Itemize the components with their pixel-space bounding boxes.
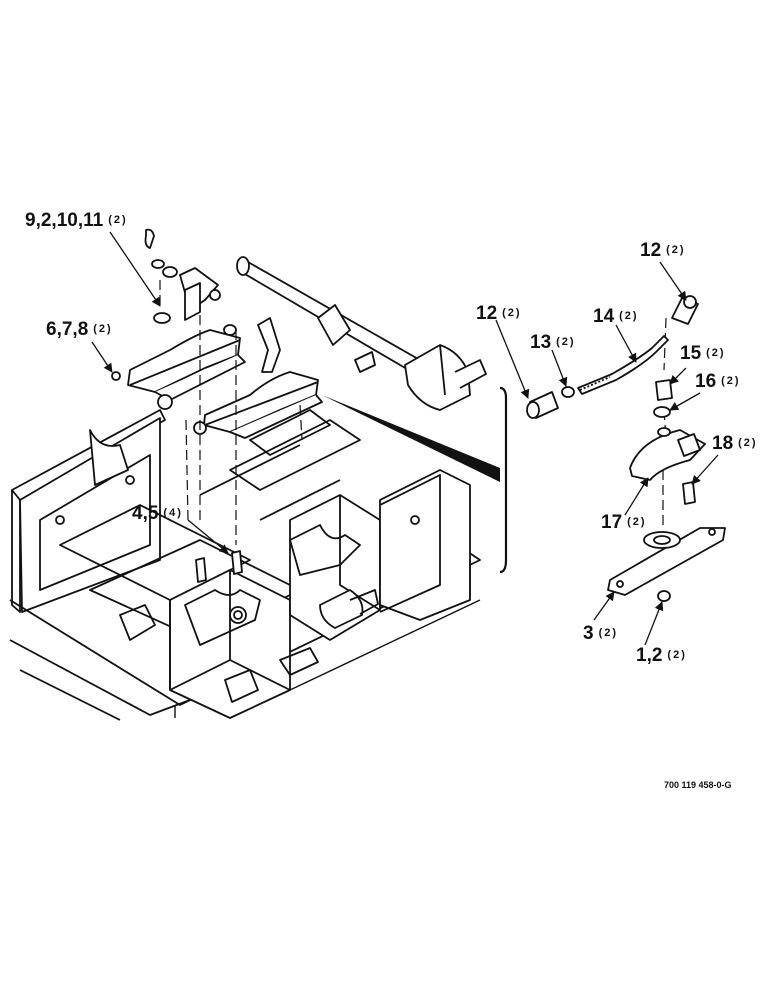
alignment-lines xyxy=(159,280,667,545)
leader-4-5 xyxy=(187,519,229,554)
leader-3 xyxy=(593,591,615,621)
callout-18: 18(2) xyxy=(712,433,758,454)
leader-6-7-8 xyxy=(91,341,113,373)
leader-14 xyxy=(615,324,637,363)
main-frame xyxy=(9,409,481,721)
drive-shaft xyxy=(236,256,487,411)
callout-1-2: 1,2(2) xyxy=(636,645,687,666)
linkage-components xyxy=(526,295,726,602)
callout-3: 3(2) xyxy=(583,623,619,644)
leader-12-left xyxy=(495,319,530,399)
leader-16 xyxy=(669,392,701,411)
callout-16: 16(2) xyxy=(695,371,741,392)
callout-9-2-10-11: 9,2,10,11(2) xyxy=(25,210,128,231)
leader-1-2 xyxy=(644,601,664,646)
leader-9-2-10-11 xyxy=(109,231,161,307)
callout-12-left: 12(2) xyxy=(476,303,522,324)
leader-12-top xyxy=(659,261,687,301)
leader-18 xyxy=(691,454,719,485)
callout-6-7-8: 6,7,8(2) xyxy=(46,319,113,340)
leader-17 xyxy=(624,477,649,516)
upper-bracket-assembly xyxy=(111,228,323,583)
callout-17: 17(2) xyxy=(601,512,647,533)
drawing-number: 700 119 458-0-G xyxy=(664,780,732,790)
callout-13: 13(2) xyxy=(530,332,576,353)
leader-15 xyxy=(669,367,687,385)
callout-14: 14(2) xyxy=(593,306,639,327)
leader-lines xyxy=(91,231,719,646)
reference-wedge xyxy=(322,395,500,482)
leader-13 xyxy=(551,349,568,387)
frame-rails xyxy=(174,560,481,718)
callout-12-top: 12(2) xyxy=(640,240,686,261)
callout-15: 15(2) xyxy=(680,343,726,364)
assembly-brace xyxy=(499,386,508,574)
callout-4-5: 4,5(4) xyxy=(132,503,183,524)
